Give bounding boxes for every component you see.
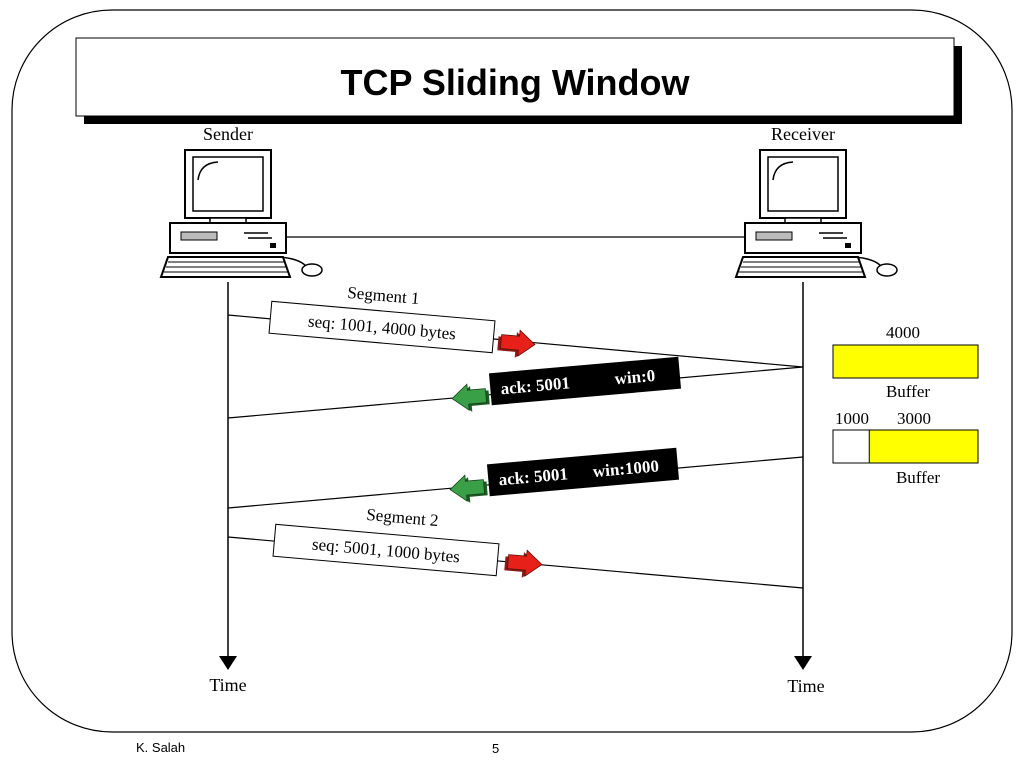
footer-page-number: 5 xyxy=(492,741,500,756)
sender-label: Sender xyxy=(203,124,253,144)
segment2-data-arrow-icon xyxy=(504,549,543,578)
sender-time-label: Time xyxy=(209,675,246,695)
receiver-computer-icon xyxy=(734,149,898,278)
ack1-label-box: ack: 5001 win:0 xyxy=(488,356,682,406)
ack1-win-text: win:0 xyxy=(614,366,656,388)
slide-title: TCP Sliding Window xyxy=(341,62,691,103)
title-box xyxy=(75,37,955,117)
receiver-time-label: Time xyxy=(787,676,824,696)
buffer2-used-label: 3000 xyxy=(897,409,931,428)
buffer2-filled-region xyxy=(868,429,979,464)
receiver-time-arrowhead xyxy=(794,656,812,670)
footer-author: K. Salah xyxy=(136,740,186,755)
ack1-arrow-icon xyxy=(451,383,490,412)
buffer1-size-label: 4000 xyxy=(886,323,920,342)
slide-frame xyxy=(11,9,1013,733)
buffer2-label: Buffer xyxy=(896,468,940,487)
segment1-name: Segment 1 xyxy=(347,283,421,308)
segment1-data-arrow-icon xyxy=(497,329,536,358)
ack2-arrow-icon xyxy=(449,474,488,503)
segment2-name: Segment 2 xyxy=(366,505,440,530)
segment1-label-box: seq: 1001, 4000 bytes xyxy=(268,300,496,354)
buffer2-free-label: 1000 xyxy=(835,409,869,428)
ack2-label-box: ack: 5001 win:1000 xyxy=(486,447,680,497)
buffer1-filled-region xyxy=(832,344,979,379)
buffer1-label: Buffer xyxy=(886,382,930,401)
receiver-label: Receiver xyxy=(771,124,835,144)
sender-computer-icon xyxy=(159,149,323,278)
segment2-label-box: seq: 5001, 1000 bytes xyxy=(272,523,500,577)
sender-time-arrowhead xyxy=(219,656,237,670)
